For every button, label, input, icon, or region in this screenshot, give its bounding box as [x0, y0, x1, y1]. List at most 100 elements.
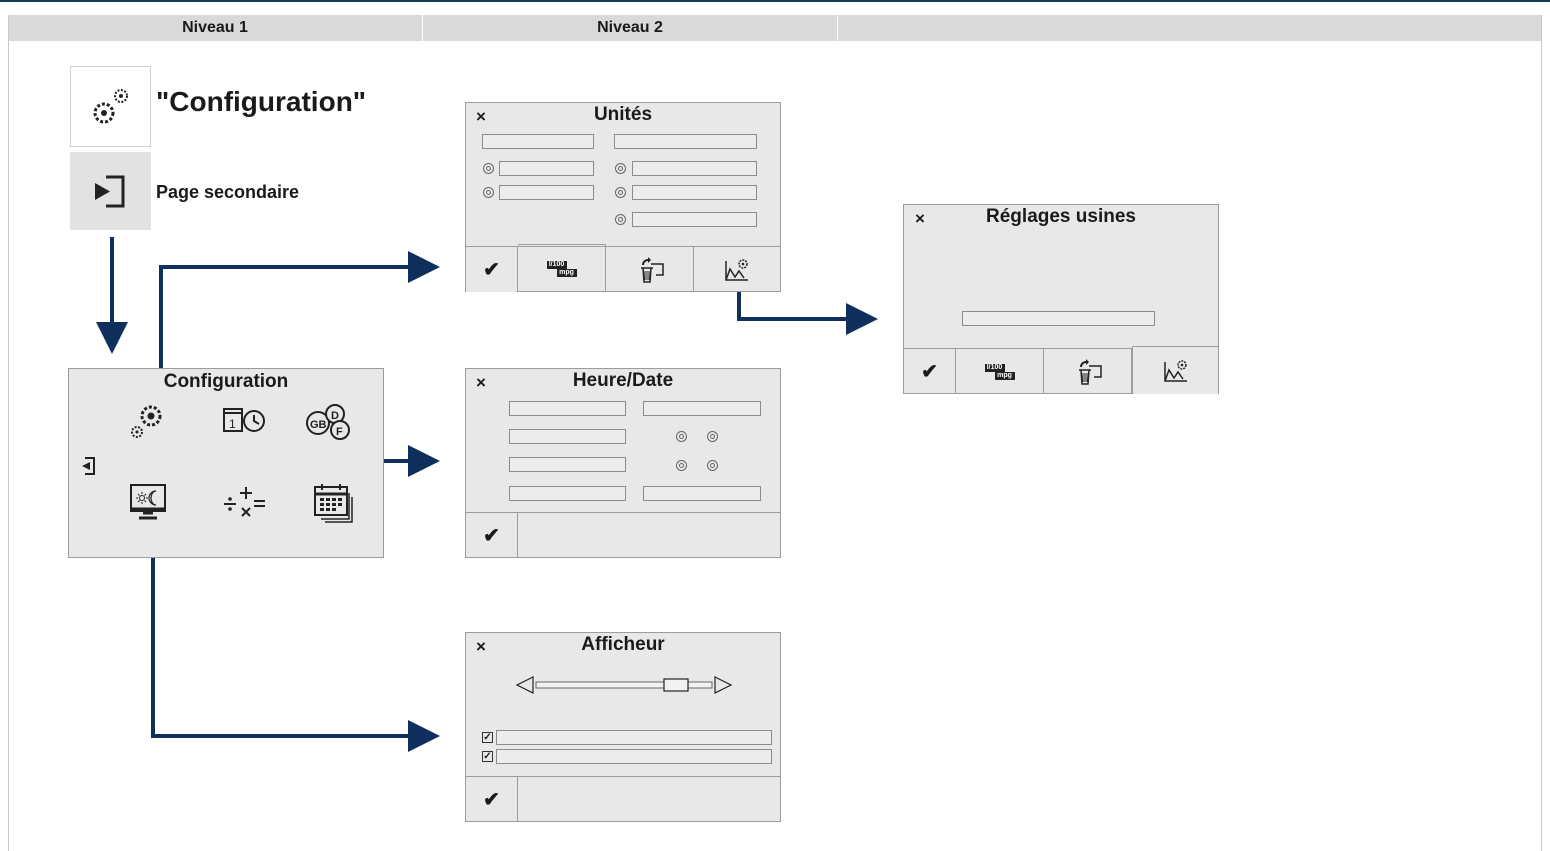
display-tab-bar: ✔	[466, 776, 780, 822]
secondary-page-label: Page secondaire	[156, 182, 300, 202]
factory-factory-tab[interactable]	[1132, 346, 1218, 394]
display-checkbox[interactable]: ✓	[482, 751, 493, 762]
slider-thumb	[663, 678, 689, 692]
svg-text:1: 1	[229, 417, 236, 431]
check-icon: ✔	[483, 789, 500, 811]
units-radio[interactable]	[615, 163, 626, 174]
mpg-icon-bottom: mpg	[556, 268, 577, 277]
units-field	[499, 185, 594, 200]
units-field	[614, 134, 757, 149]
factory-confirm-tab[interactable]: ✔	[904, 349, 956, 394]
display-title: Afficheur	[581, 634, 665, 655]
frame-left-border	[8, 15, 9, 851]
mpg-icon-bottom: mpg	[994, 371, 1015, 380]
gears-icon	[93, 89, 128, 124]
units-reset-tab[interactable]	[606, 247, 694, 292]
display-checkbox[interactable]: ✓	[482, 732, 493, 743]
check-icon: ✔	[483, 259, 500, 281]
units-confirm-tab[interactable]: ✔	[466, 247, 518, 292]
slider-right-arrow-icon	[714, 676, 733, 694]
frame-right-border	[1541, 15, 1542, 851]
time-field	[643, 401, 761, 416]
factory-settings-title: Réglages usines	[986, 206, 1136, 227]
brightness-slider[interactable]	[514, 673, 740, 697]
factory-settings-icon	[1163, 359, 1187, 382]
time-confirm-tab[interactable]: ✔	[466, 513, 518, 558]
check-icon: ✔	[483, 525, 500, 547]
language-icon[interactable]: GB D F	[299, 401, 359, 441]
config-heading: "Configuration"	[156, 86, 367, 117]
display-icon[interactable]	[127, 483, 171, 523]
time-radio[interactable]	[707, 460, 718, 471]
close-icon[interactable]: ×	[476, 637, 486, 656]
back-icon[interactable]	[77, 455, 99, 477]
time-date-icon[interactable]: 1	[221, 403, 271, 437]
column-header-level3	[838, 15, 1542, 41]
time-date-title: Heure/Date	[572, 370, 674, 391]
svg-text:F: F	[336, 426, 343, 438]
arrow-config-to-units	[159, 251, 440, 386]
units-field	[632, 161, 757, 176]
header-divider	[422, 15, 423, 41]
header-divider	[837, 15, 838, 41]
arrow-config-to-display	[151, 536, 440, 752]
svg-text:GB: GB	[310, 419, 327, 431]
mpg-icon: l/100 mpg	[984, 363, 1015, 380]
enter-page-icon	[95, 175, 125, 208]
column-header-level2: Niveau 2	[423, 15, 837, 41]
factory-mpg-tab[interactable]: l/100 mpg	[956, 349, 1044, 394]
time-radio[interactable]	[676, 431, 687, 442]
units-radio[interactable]	[615, 187, 626, 198]
units-radio[interactable]	[483, 163, 494, 174]
units-field	[632, 185, 757, 200]
mpg-icon: l/100 mpg	[546, 260, 577, 277]
gears-icon-box	[70, 66, 151, 147]
display-option-field	[496, 730, 772, 745]
factory-tab-bar: ✔ l/100 mpg	[904, 346, 1218, 394]
time-field	[509, 401, 626, 416]
time-tab-bar: ✔	[466, 512, 780, 558]
units-radio[interactable]	[615, 214, 626, 225]
gear-settings-icon[interactable]	[127, 399, 171, 443]
units-field	[632, 212, 757, 227]
column-header-level2-label: Niveau 2	[597, 19, 663, 36]
top-rule	[0, 0, 1550, 2]
time-field	[509, 486, 626, 501]
factory-progress-field	[962, 311, 1155, 326]
mpg-icon-top: l/100	[546, 260, 567, 269]
time-field	[509, 429, 626, 444]
check-icon: ✔	[921, 361, 938, 383]
close-icon[interactable]: ×	[476, 107, 486, 126]
close-icon[interactable]: ×	[915, 209, 925, 228]
calendar-icon[interactable]	[311, 481, 359, 525]
reset-trash-icon	[640, 256, 664, 283]
units-mpg-tab[interactable]: l/100 mpg	[518, 244, 606, 292]
time-field	[509, 457, 626, 472]
close-icon[interactable]: ×	[476, 373, 486, 392]
configuration-title: Configuration	[163, 371, 289, 392]
units-field	[482, 134, 594, 149]
factory-settings-screen: × Réglages usines ✔ l/100 mpg	[903, 204, 1219, 394]
display-confirm-tab[interactable]: ✔	[466, 777, 518, 822]
time-radio[interactable]	[707, 431, 718, 442]
time-field	[643, 486, 761, 501]
units-factory-tab[interactable]	[694, 247, 780, 292]
arrow-units-to-factory	[737, 289, 878, 335]
secondary-page-icon-box	[70, 152, 151, 230]
calculator-icon[interactable]	[219, 482, 269, 526]
time-date-screen: × Heure/Date ✔	[465, 368, 781, 558]
units-field	[499, 161, 594, 176]
slider-left-arrow-icon	[515, 676, 534, 694]
mpg-icon-top: l/100	[984, 363, 1005, 372]
configuration-screen: Configuration 1 GB D F	[68, 368, 384, 558]
units-title: Unités	[593, 104, 653, 125]
units-tab-bar: ✔ l/100 mpg	[466, 244, 780, 292]
units-radio[interactable]	[483, 187, 494, 198]
time-radio[interactable]	[676, 460, 687, 471]
factory-reset-tab[interactable]	[1044, 349, 1132, 394]
display-screen: × Afficheur ✓ ✓ ✔	[465, 632, 781, 822]
reset-trash-icon	[1078, 358, 1102, 385]
svg-text:D: D	[331, 410, 339, 422]
display-option-field	[496, 749, 772, 764]
factory-settings-icon	[725, 258, 748, 281]
